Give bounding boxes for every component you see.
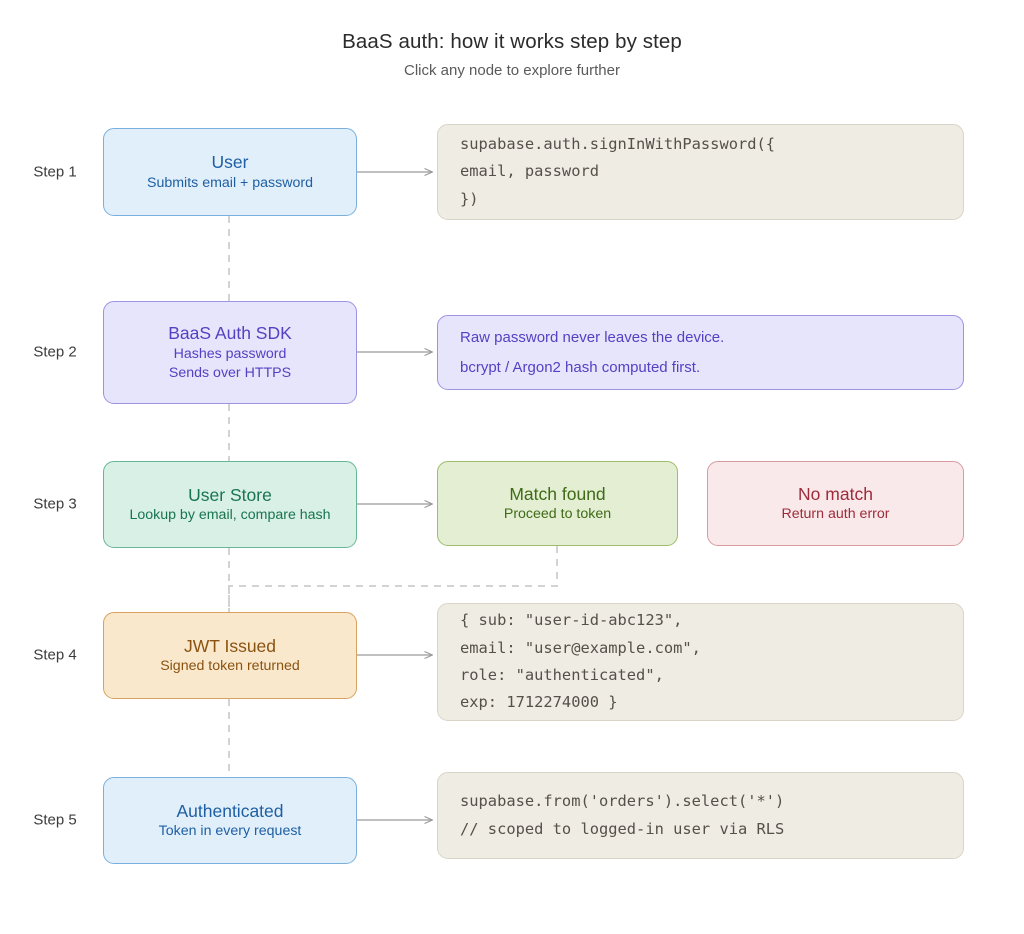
node-jwt-title: JWT Issued (183, 635, 277, 656)
code-line: email: "user@example.com", (460, 638, 701, 657)
node-store-title: User Store (188, 484, 272, 505)
node-baas-auth-sdk[interactable]: BaaS Auth SDK Hashes password Sends over… (103, 301, 357, 404)
node-match-subtitle: Proceed to token (503, 506, 612, 523)
node-authenticated[interactable]: Authenticated Token in every request (103, 777, 357, 864)
note-line: Raw password never leaves the device. (460, 329, 725, 347)
panel-hashing-note[interactable]: Raw password never leaves the device. bc… (437, 315, 964, 390)
node-user-title: User (211, 152, 249, 173)
code-line: }) (460, 189, 479, 208)
node-sdk-subtitle-1: Hashes password (173, 345, 287, 362)
node-no-match[interactable]: No match Return auth error (707, 461, 964, 546)
node-store-subtitle: Lookup by email, compare hash (129, 507, 331, 524)
step-label-1: Step 1 (33, 163, 77, 181)
code-line: role: "authenticated", (460, 666, 664, 684)
code-line: email, password (460, 162, 599, 181)
node-user-store[interactable]: User Store Lookup by email, compare hash (103, 461, 357, 548)
node-match-found[interactable]: Match found Proceed to token (437, 461, 678, 546)
note-line: bcrypt / Argon2 hash computed first. (460, 358, 701, 376)
step-label-4: Step 4 (33, 646, 77, 664)
panel-jwt-payload[interactable]: { sub: "user-id-abc123", email: "user@ex… (437, 603, 964, 721)
panel-query-code[interactable]: supabase.from('orders').select('*') // s… (437, 772, 964, 859)
code-line: // scoped to logged-in user via RLS (460, 819, 785, 838)
node-user[interactable]: User Submits email + password (103, 128, 357, 216)
step-label-3: Step 3 (33, 495, 77, 513)
code-line: exp: 1712274000 } (460, 693, 618, 712)
code-line: supabase.from('orders').select('*') (460, 792, 785, 811)
node-jwt-issued[interactable]: JWT Issued Signed token returned (103, 612, 357, 699)
node-authenticated-title: Authenticated (176, 800, 284, 821)
node-nomatch-subtitle: Return auth error (781, 506, 890, 523)
code-line: { sub: "user-id-abc123", (460, 611, 683, 630)
node-nomatch-title: No match (798, 483, 873, 504)
panel-signin-code[interactable]: supabase.auth.signInWithPassword({ email… (437, 124, 964, 220)
code-line: supabase.auth.signInWithPassword({ (460, 134, 776, 153)
node-match-title: Match found (509, 483, 606, 504)
node-sdk-subtitle-2: Sends over HTTPS (168, 364, 292, 381)
step-label-5: Step 5 (33, 811, 77, 829)
node-authenticated-subtitle: Token in every request (158, 823, 302, 840)
node-jwt-subtitle: Signed token returned (160, 658, 300, 675)
node-sdk-title: BaaS Auth SDK (168, 323, 292, 344)
page-title: BaaS auth: how it works step by step (342, 30, 682, 53)
page-subtitle: Click any node to explore further (404, 62, 620, 79)
node-user-subtitle: Submits email + password (147, 174, 313, 191)
step-label-2: Step 2 (33, 343, 77, 361)
